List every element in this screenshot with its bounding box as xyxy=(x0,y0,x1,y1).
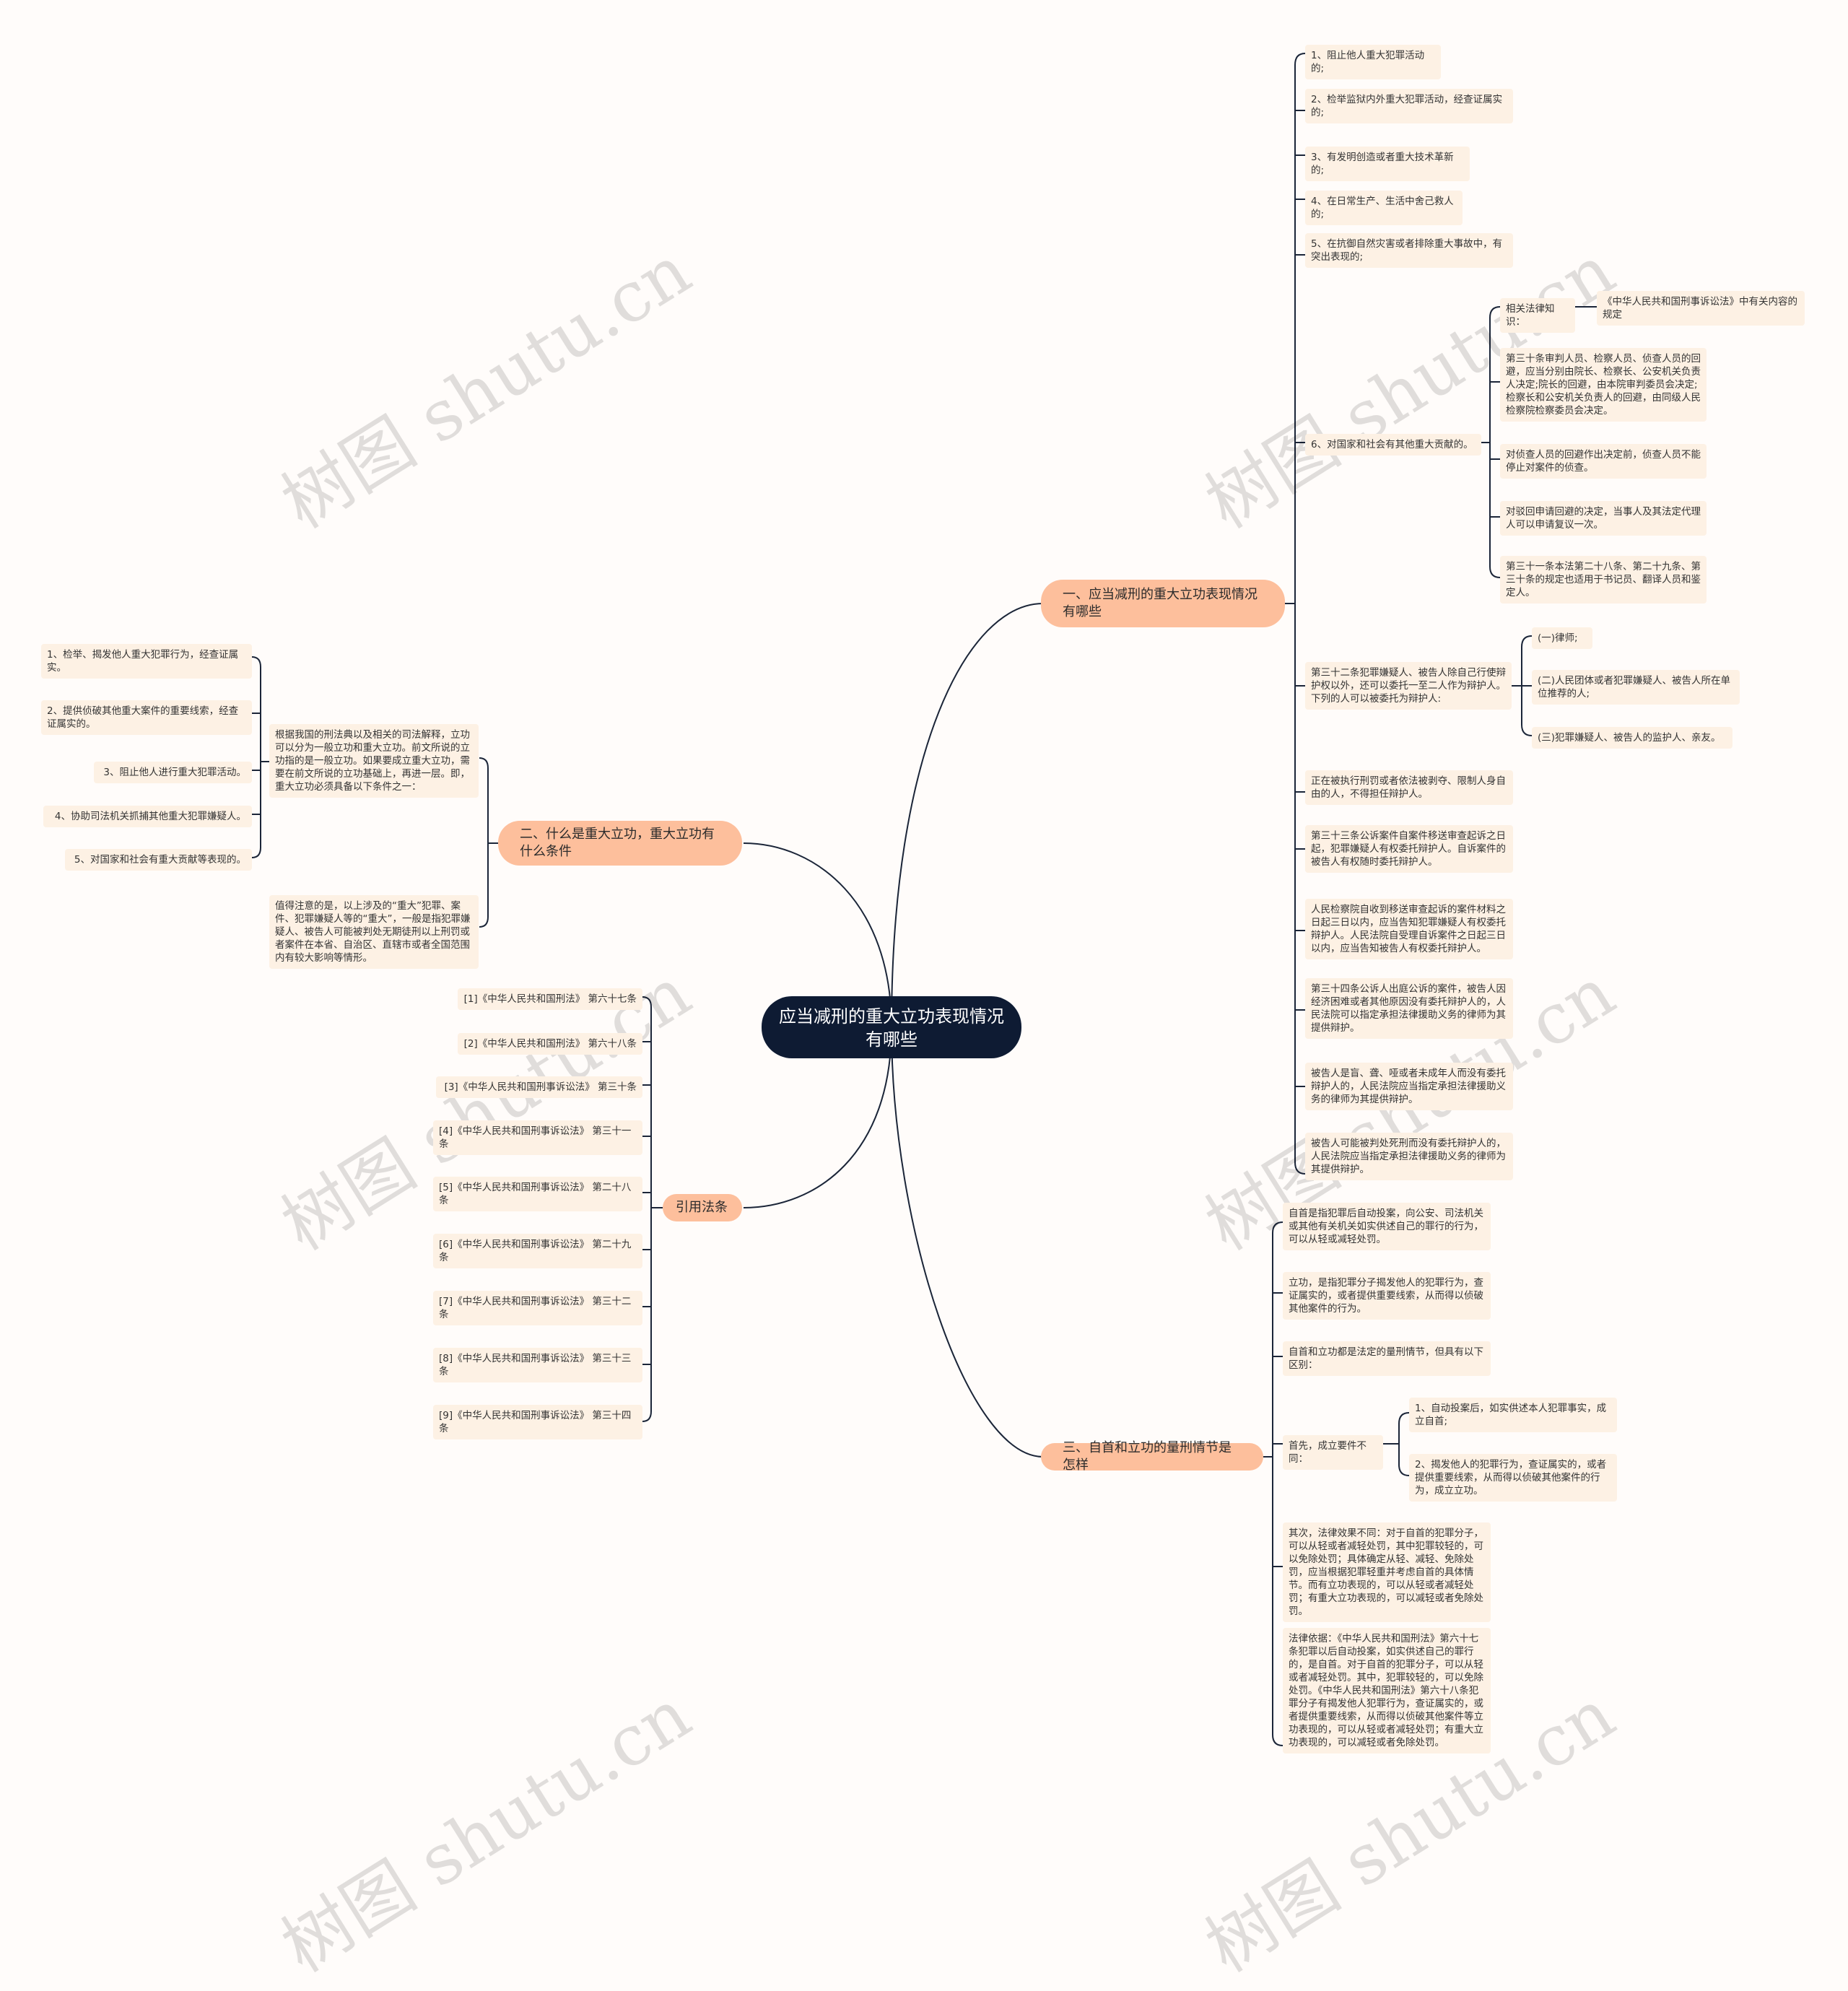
citation-2[interactable]: [2]《中华人民共和国刑法》 第六十八条 xyxy=(458,1033,642,1055)
branch-2-topic[interactable]: 二、什么是重大立功，重大立功有什么条件 xyxy=(498,821,742,866)
b1-item-10[interactable]: 人民检察院自收到移送审查起诉的案件材料之日起三日以内，应当告知犯罪嫌疑人有权委托… xyxy=(1305,899,1513,959)
b1-item-6-child-2[interactable]: 对侦查人员的回避作出决定前，侦查人员不能停止对案件的侦查。 xyxy=(1500,444,1707,479)
b2-condition-4[interactable]: 4、协助司法机关抓捕其他重大犯罪嫌疑人。 xyxy=(43,806,252,827)
b2-condition-2[interactable]: 2、提供侦破其他重大案件的重要线索，经查证属实的。 xyxy=(41,700,252,735)
b2-condition-5[interactable]: 5、对国家和社会有重大贡献等表现的。 xyxy=(65,849,252,871)
root-topic[interactable]: 应当减刑的重大立功表现情况有哪些 xyxy=(762,996,1021,1058)
branch-4-topic[interactable]: 引用法条 xyxy=(663,1194,742,1221)
b3-item-5[interactable]: 其次，法律效果不同：对于自首的犯罪分子，可以从轻或者减轻处罚，其中犯罪较轻的，可… xyxy=(1283,1522,1491,1622)
b1-item-1[interactable]: 1、阻止他人重大犯罪活动的; xyxy=(1305,45,1441,79)
b1-item-6-child-3[interactable]: 对驳回申请回避的决定，当事人及其法定代理人可以申请复议一次。 xyxy=(1500,501,1707,536)
b1-item-3[interactable]: 3、有发明创造或者重大技术革新的; xyxy=(1305,147,1470,181)
citation-3[interactable]: [3]《中华人民共和国刑事诉讼法》 第三十条 xyxy=(436,1076,642,1098)
b1-item-12[interactable]: 被告人是盲、聋、哑或者未成年人而没有委托辩护人的，人民法院应当指定承担法律援助义… xyxy=(1305,1063,1513,1110)
b2-note[interactable]: 值得注意的是，以上涉及的“重大”犯罪、案件、犯罪嫌疑人等的“重大”，一般是指犯罪… xyxy=(269,895,479,969)
branch-1-topic[interactable]: 一、应当减刑的重大立功表现情况有哪些 xyxy=(1041,580,1285,627)
b1-item-6[interactable]: 6、对国家和社会有其他重大贡献的。 xyxy=(1305,434,1481,456)
b3-item-4[interactable]: 首先，成立要件不同： xyxy=(1283,1435,1383,1470)
b1-item-5[interactable]: 5、在抗御自然灾害或者排除重大事故中，有突出表现的; xyxy=(1305,233,1513,268)
b1-item-2[interactable]: 2、检举监狱内外重大犯罪活动，经查证属实的; xyxy=(1305,89,1513,123)
b3-item-6[interactable]: 法律依据：《中华人民共和国刑法》第六十七条犯罪以后自动投案，如实供述自己的罪行的… xyxy=(1283,1628,1491,1753)
b1-item-11[interactable]: 第三十四条公诉人出庭公诉的案件，被告人因经济困难或者其他原因没有委托辩护人的，人… xyxy=(1305,978,1513,1039)
citation-7[interactable]: [7]《中华人民共和国刑事诉讼法》 第三十二条 xyxy=(433,1291,642,1325)
citation-8[interactable]: [8]《中华人民共和国刑事诉讼法》 第三十三条 xyxy=(433,1348,642,1382)
b1-item-6-child-4[interactable]: 第三十一条本法第二十八条、第二十九条、第三十条的规定也适用于书记员、翻译人员和鉴… xyxy=(1500,556,1707,604)
b3-item-4-child-2[interactable]: 2、揭发他人的犯罪行为，查证属实的，或者提供重要线索，从而得以侦破其他案件的行为… xyxy=(1409,1454,1617,1502)
citation-4[interactable]: [4]《中华人民共和国刑事诉讼法》 第三十一条 xyxy=(433,1120,642,1155)
b3-item-2[interactable]: 立功，是指犯罪分子揭发他人的犯罪行为，查证属实的，或者提供重要线索，从而得以侦破… xyxy=(1283,1272,1491,1320)
citation-6[interactable]: [6]《中华人民共和国刑事诉讼法》 第二十九条 xyxy=(433,1234,642,1268)
citation-1[interactable]: [1]《中华人民共和国刑法》 第六十七条 xyxy=(458,988,642,1010)
citation-5[interactable]: [5]《中华人民共和国刑事诉讼法》 第二十八条 xyxy=(433,1177,642,1211)
b1-item-13[interactable]: 被告人可能被判处死刑而没有委托辩护人的，人民法院应当指定承担法律援助义务的律师为… xyxy=(1305,1133,1513,1180)
b3-item-1[interactable]: 自首是指犯罪后自动投案，向公安、司法机关或其他有关机关如实供述自己的罪行的行为，… xyxy=(1283,1203,1491,1250)
b1-item-4[interactable]: 4、在日常生产、生活中舍己救人的; xyxy=(1305,191,1463,225)
b1-item-6-child-1[interactable]: 第三十条审判人员、检察人员、侦查人员的回避，应当分别由院长、检察长、公安机关负责… xyxy=(1500,348,1707,422)
b1-item-9[interactable]: 第三十三条公诉案件自案件移送审查起诉之日起，犯罪嫌疑人有权委托辩护人。自诉案件的… xyxy=(1305,825,1513,873)
b1-item-8[interactable]: 正在被执行刑罚或者依法被剥夺、限制人身自由的人，不得担任辩护人。 xyxy=(1305,770,1513,805)
connector-lines xyxy=(251,53,1597,1746)
b3-item-4-child-1[interactable]: 1、自动投案后，如实供述本人犯罪事实，成立自首; xyxy=(1409,1398,1617,1432)
branch-3-topic[interactable]: 三、自首和立功的量刑情节是怎样 xyxy=(1041,1440,1263,1473)
b3-item-3[interactable]: 自首和立功都是法定的量刑情节，但具有以下区别： xyxy=(1283,1341,1491,1376)
b1-item-7-child-3[interactable]: (三)犯罪嫌疑人、被告人的监护人、亲友。 xyxy=(1532,727,1732,749)
b1-item-7-child-2[interactable]: (二)人民团体或者犯罪嫌疑人、被告人所在单位推荐的人; xyxy=(1532,670,1740,705)
related-law-label[interactable]: 相关法律知识： xyxy=(1500,298,1575,333)
b2-intro[interactable]: 根据我国的刑法典以及相关的司法解释，立功可以分为一般立功和重大立功。前文所说的立… xyxy=(269,724,479,798)
citation-9[interactable]: [9]《中华人民共和国刑事诉讼法》 第三十四条 xyxy=(433,1405,642,1439)
related-law-value[interactable]: 《中华人民共和国刑事诉讼法》中有关内容的规定 xyxy=(1597,291,1805,326)
b2-condition-3[interactable]: 3、阻止他人进行重大犯罪活动。 xyxy=(94,762,252,783)
b1-item-7[interactable]: 第三十二条犯罪嫌疑人、被告人除自己行使辩护权以外，还可以委托一至二人作为辩护人。… xyxy=(1305,662,1512,710)
b1-item-7-child-1[interactable]: (一)律师; xyxy=(1532,627,1592,649)
b2-condition-1[interactable]: 1、检举、揭发他人重大犯罪行为，经查证属实。 xyxy=(41,644,252,679)
